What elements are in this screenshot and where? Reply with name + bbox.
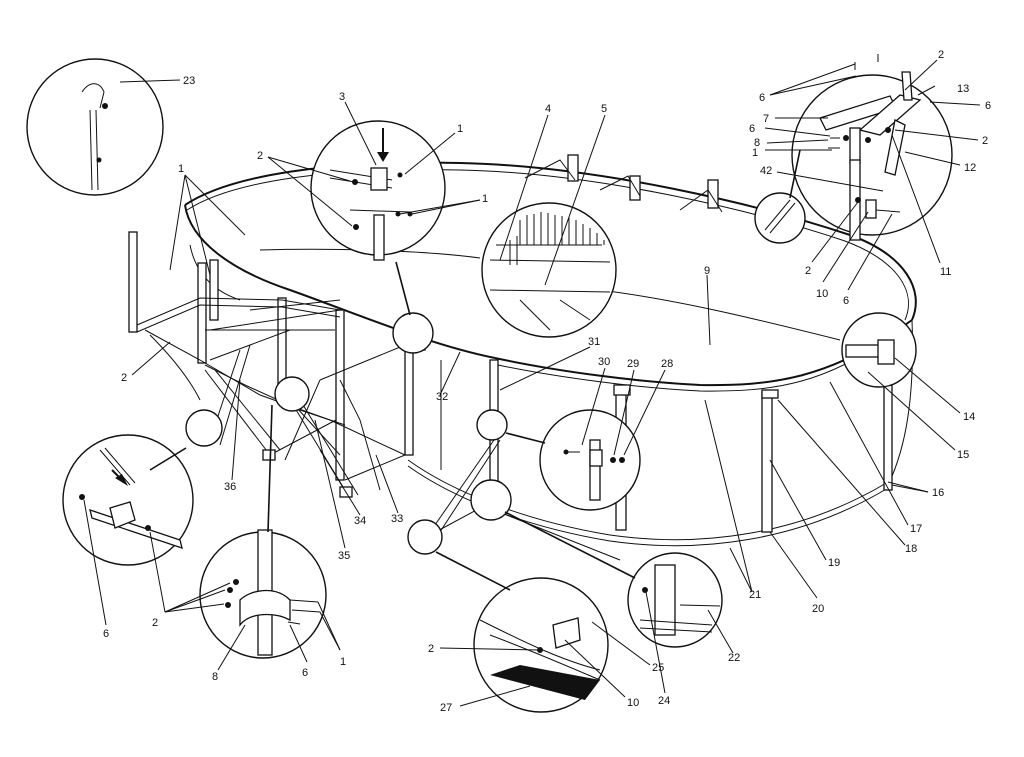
label-34: 34 [354,515,366,527]
label-5: 5 [601,103,607,115]
label-8-tr: 8 [754,137,760,149]
label-leaders [83,59,981,707]
detail-circle-middle-right [539,409,641,511]
label-2-bc: 2 [428,643,434,655]
detail-circle-top-left [26,58,164,196]
detail-circle-right-rail [841,312,917,388]
detail-circle-top-middle [310,120,446,261]
label-10-tr: 10 [816,288,828,300]
label-1-mid: 1 [482,193,488,205]
label-16: 16 [932,487,944,499]
label-6-tr4: 6 [843,295,849,307]
label-6-tr1: 6 [759,92,765,104]
label-13: 13 [957,83,969,95]
label-1-left: 1 [178,163,184,175]
label-18: 18 [905,543,917,555]
detail-circle-bottom-mid-left [199,529,327,659]
label-1-bm: 1 [340,656,346,668]
label-17: 17 [910,523,922,535]
label-20: 20 [812,603,824,615]
label-6-tr3: 6 [749,123,755,135]
label-33: 33 [391,513,403,525]
detail-circle-bottom-right [627,552,723,648]
label-36: 36 [224,481,236,493]
label-29: 29 [627,358,639,370]
label-11: 11 [940,266,951,278]
label-25: 25 [652,662,664,674]
label-1-top: 1 [457,123,463,135]
label-22: 22 [728,652,740,664]
rail-connectors [524,154,723,213]
label-2-tr3: 2 [805,265,811,277]
label-6-bl: 6 [103,628,109,640]
label-2-tr: 2 [938,49,944,61]
detail-circle-small-joints [185,312,512,555]
label-31: 31 [588,336,600,348]
label-1-tr: 1 [752,147,758,159]
label-24: 24 [658,695,670,707]
callout-leaders [149,149,801,591]
label-21: 21 [749,589,761,601]
label-8-bl: 8 [212,671,218,683]
label-9: 9 [704,265,710,277]
label-6-tr2: 6 [985,100,991,112]
label-2-tr2: 2 [982,135,988,147]
label-42: 42 [760,165,772,177]
label-14: 14 [963,411,975,423]
label-2-bl: 2 [152,617,158,629]
label-35: 35 [338,550,350,562]
detail-circle-small-joint [754,192,806,244]
label-19: 19 [828,557,840,569]
label-32: 32 [436,391,448,403]
label-2-left: 2 [121,372,127,384]
label-6-bm: 6 [302,667,308,679]
detail-circle-bottom-left [62,434,194,566]
part-number-labels: 23 3 1 2 1 1 2 4 5 9 2 13 6 6 7 6 2 8 1 … [103,49,991,714]
label-30: 30 [598,356,610,368]
detail-circle-top-right [791,54,953,241]
label-3: 3 [339,91,345,103]
label-4: 4 [545,103,551,115]
label-28: 28 [661,358,673,370]
label-15: 15 [957,449,969,461]
label-27: 27 [440,702,452,714]
label-10-bc: 10 [627,697,639,709]
label-2-top: 2 [257,150,263,162]
label-12: 12 [964,162,976,174]
detail-circle-center [481,202,617,338]
label-7: 7 [763,113,769,125]
label-23: 23 [183,75,195,87]
detail-circle-bottom-center [473,577,609,713]
